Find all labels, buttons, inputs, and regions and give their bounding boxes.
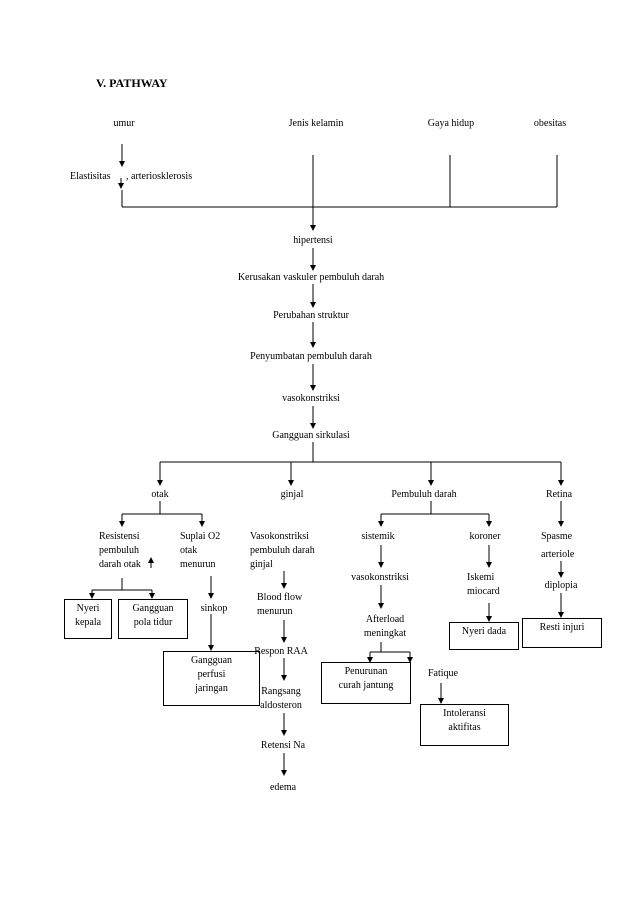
node-sinkop: sinkop	[200, 603, 228, 614]
node-hipertensi: hipertensi	[293, 235, 333, 246]
elastisitas-label: Elastisitas	[70, 171, 111, 182]
node-afterload: Afterload meningkat	[363, 614, 407, 639]
node-suplai-o2: Suplai O2 otak menurun	[180, 531, 221, 570]
node-vasokonstriksi: vasokonstriksi	[282, 393, 340, 404]
box-resti-injuri: Resti injuri	[522, 618, 602, 648]
node-iskemi-miocard: Iskemi miocard	[467, 572, 500, 597]
node-koroner: koroner	[469, 531, 501, 542]
page-title: V. PATHWAY	[96, 76, 168, 90]
node-diplopia: diplopia	[544, 580, 578, 591]
box-intoleransi-aktifitas: Intoleransi aktifitas	[420, 704, 509, 746]
branch-ginjal: ginjal	[280, 489, 304, 500]
risk-factor-umur: umur	[113, 118, 135, 129]
node-kerusakan-vaskuler: Kerusakan vaskuler pembuluh darah	[237, 272, 385, 283]
node-vasokonstriksi-ginjal: Vasokonstriksi pembuluh darah ginjal	[250, 531, 315, 570]
node-vasokonstriksi-sistemik: vasokonstriksi	[351, 572, 409, 583]
node-resistensi: Resistensi pembuluh darah otak	[99, 531, 141, 570]
branch-retina: Retina	[545, 489, 573, 500]
node-edema: edema	[269, 782, 297, 793]
risk-factor-obesitas: obesitas	[533, 118, 567, 129]
node-fatique: Fatique	[428, 668, 458, 679]
node-retensi-na: Retensi Na	[260, 740, 306, 751]
node-blood-flow: Blood flow menurun	[257, 592, 303, 617]
branch-pembuluh-darah: Pembuluh darah	[391, 489, 457, 500]
risk-factor-jenis-kelamin: Jenis kelamin	[288, 118, 344, 129]
box-nyeri-dada: Nyeri dada	[449, 622, 519, 650]
box-penurunan-curah-jantung: Penurunan curah jantung	[321, 662, 411, 704]
node-spasme-arteriole: Spasme arteriole	[541, 531, 575, 560]
risk-factor-gaya-hidup: Gaya hidup	[427, 118, 475, 129]
node-gangguan-sirkulasi: Gangguan sirkulasi	[272, 430, 350, 441]
node-penyumbatan: Penyumbatan pembuluh darah	[250, 351, 372, 362]
box-gangguan-perfusi: Gangguan perfusi jaringan	[163, 651, 260, 706]
node-respon-raa: Respon RAA	[254, 646, 308, 657]
node-perubahan-struktur: Perubahan struktur	[273, 310, 349, 321]
node-sistemik: sistemik	[361, 531, 395, 542]
arteriosklerosis-label: , arteriosklerosis	[126, 171, 193, 182]
node-rangsang-aldosteron: Rangsang aldosteron	[260, 686, 302, 711]
branch-otak: otak	[151, 489, 169, 500]
box-nyeri-kepala: Nyeri kepala	[64, 599, 112, 639]
box-gangguan-pola-tidur: Gangguan pola tidur	[118, 599, 188, 639]
